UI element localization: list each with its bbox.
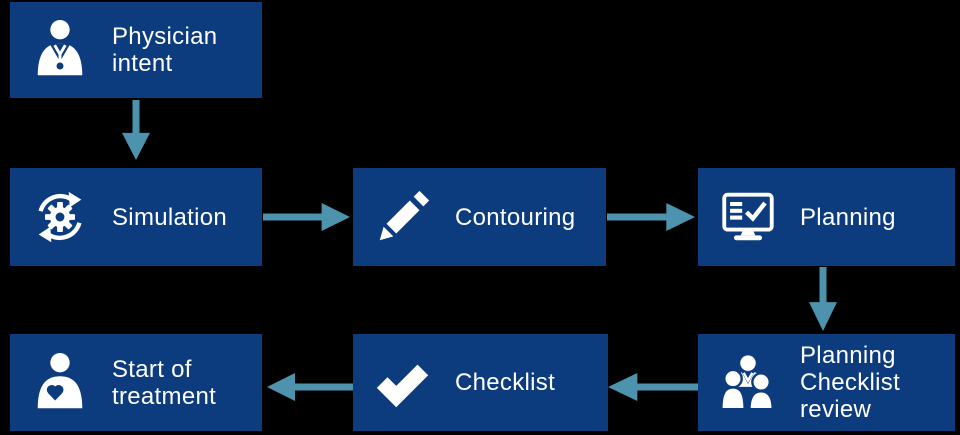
node-label: Physician intent — [112, 23, 218, 77]
node-label: Contouring — [455, 203, 576, 231]
node-simulation: Simulation — [10, 168, 262, 266]
node-label: Start of treatment — [112, 355, 217, 410]
pencil-icon — [371, 185, 435, 249]
node-start-of-treatment: Start of treatment — [10, 334, 262, 431]
monitor-checklist-icon — [716, 185, 780, 249]
flow-arrow-physician-intent-to-simulation — [122, 100, 150, 160]
flow-arrow-checklist-to-start-of-treatment — [267, 373, 353, 401]
flow-arrow-planning-to-planning-checklist-review — [809, 267, 837, 331]
physician-icon — [28, 18, 92, 82]
node-label: Simulation — [112, 203, 228, 231]
node-planning-checklist-review: Planning Checklist review — [698, 334, 955, 431]
node-checklist: Checklist — [353, 334, 608, 431]
node-planning: Planning — [698, 168, 955, 266]
node-contouring: Contouring — [353, 168, 606, 266]
checkmark-icon — [371, 351, 435, 415]
node-label: Checklist — [455, 369, 556, 396]
node-label: Planning Checklist review — [800, 342, 901, 423]
gear-cycle-icon — [28, 185, 92, 249]
people-icon — [716, 351, 780, 415]
flow-arrow-planning-checklist-review-to-checklist — [608, 373, 698, 401]
person-heart-icon — [28, 351, 92, 415]
flow-arrow-contouring-to-planning — [607, 203, 695, 231]
node-label: Planning — [800, 203, 896, 231]
flow-arrow-simulation-to-contouring — [263, 203, 350, 231]
node-physician-intent: Physician intent — [10, 2, 262, 98]
